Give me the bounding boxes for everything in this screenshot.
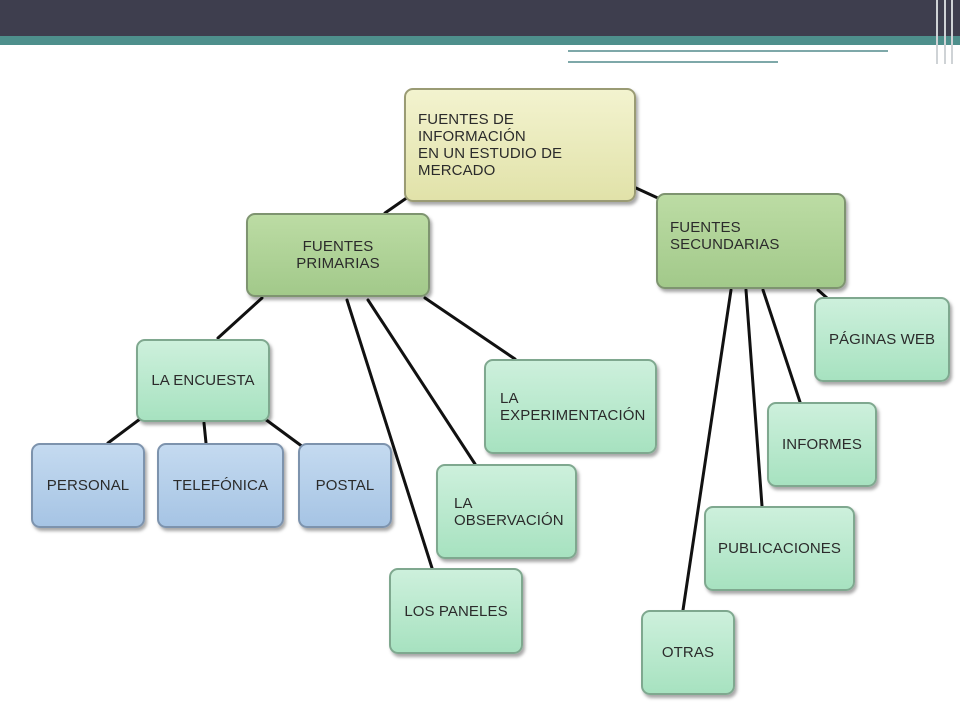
publicaciones-node-label: PUBLICACIONES — [718, 540, 841, 557]
experimentacion-node: LA EXPERIMENTACIÓN — [484, 359, 657, 454]
experimentacion-node-label: LA EXPERIMENTACIÓN — [500, 389, 646, 424]
telefonica-node: TELEFÓNICA — [157, 443, 284, 528]
edge-secundarias-informes — [761, 288, 802, 404]
secundarias-node: FUENTES SECUNDARIAS — [656, 193, 846, 289]
edge-encuesta-postal — [263, 417, 305, 449]
telefonica-node-label: TELEFÓNICA — [172, 477, 269, 494]
edge-encuesta-personal — [106, 417, 142, 445]
accent-line — [568, 61, 778, 63]
publicaciones-node: PUBLICACIONES — [704, 506, 855, 591]
informes-node-label: INFORMES — [782, 436, 862, 453]
root-node-label: FUENTES DE INFORMACIÓN EN UN ESTUDIO DE … — [418, 111, 563, 179]
header-bar — [0, 0, 960, 36]
paneles-node: LOS PANELES — [389, 568, 523, 654]
primarias-node-label: FUENTES PRIMARIAS — [296, 238, 380, 272]
accent-bar — [0, 36, 960, 45]
edge-secundarias-otras — [681, 288, 733, 612]
informes-node: INFORMES — [767, 402, 877, 487]
primarias-node: FUENTES PRIMARIAS — [246, 213, 430, 297]
observacion-node: LA OBSERVACIÓN — [436, 464, 577, 559]
personal-node: PERSONAL — [31, 443, 145, 528]
observacion-node-label: LA OBSERVACIÓN — [454, 494, 564, 529]
otras-node: OTRAS — [641, 610, 735, 695]
edge-primarias-paneles — [345, 298, 434, 570]
edge-primarias-encuesta — [216, 296, 264, 340]
secundarias-node-label: FUENTES SECUNDARIAS — [670, 219, 780, 253]
postal-node: POSTAL — [298, 443, 392, 528]
edge-encuesta-telefonica — [202, 421, 208, 445]
edge-line — [944, 0, 946, 64]
personal-node-label: PERSONAL — [46, 477, 130, 494]
paginas-web-node-label: PÁGINAS WEB — [828, 331, 936, 348]
paneles-node-label: LOS PANELES — [404, 602, 508, 620]
edge-primarias-observacion — [366, 298, 477, 466]
encuesta-node-label: LA ENCUESTA — [151, 372, 255, 389]
otras-node-label: OTRAS — [661, 644, 715, 661]
encuesta-node: LA ENCUESTA — [136, 339, 270, 422]
root-node: FUENTES DE INFORMACIÓN EN UN ESTUDIO DE … — [404, 88, 636, 202]
accent-line — [568, 50, 888, 52]
edge-secundarias-paginas — [816, 288, 829, 300]
edge-secundarias-publicaciones — [744, 288, 764, 508]
edge-line — [936, 0, 938, 64]
postal-node-label: POSTAL — [315, 477, 375, 494]
edge-root-primarias — [383, 195, 410, 215]
paginas-web-node: PÁGINAS WEB — [814, 297, 950, 382]
edge-primarias-experimentacion — [423, 296, 517, 361]
edge-line — [951, 0, 953, 64]
